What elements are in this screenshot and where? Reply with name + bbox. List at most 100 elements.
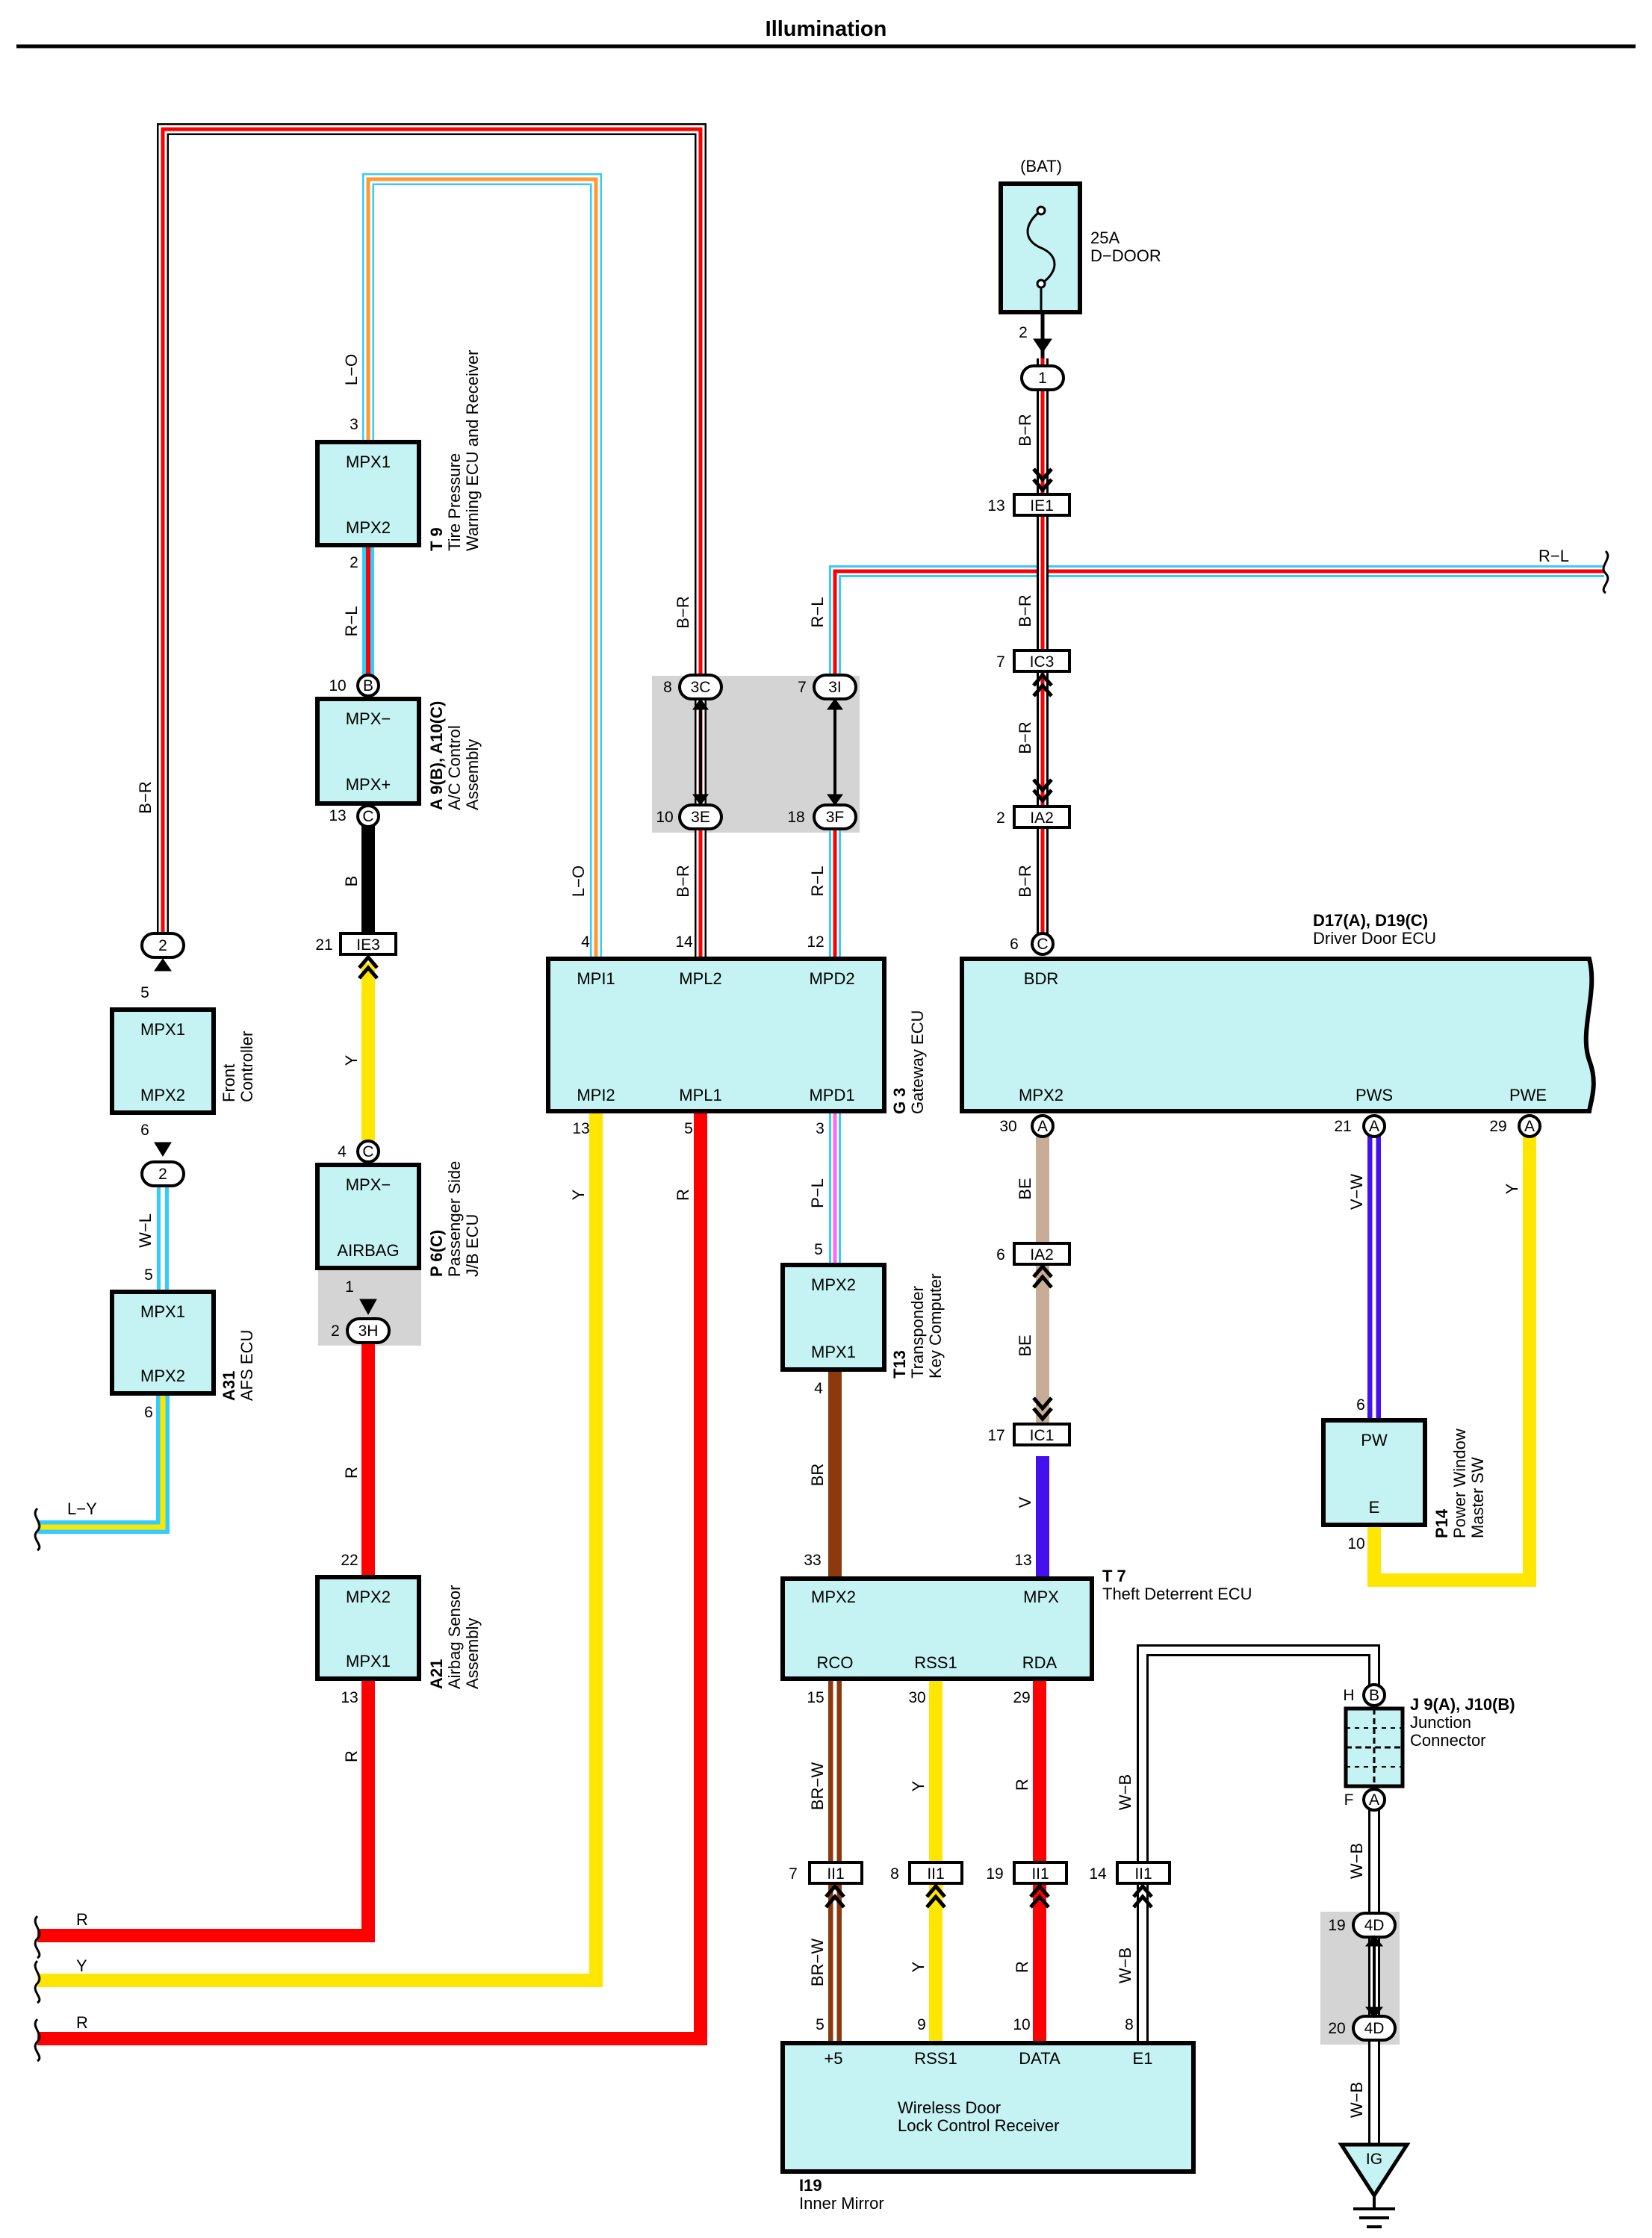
wire-y-gateway-out [37, 1111, 603, 1987]
p14-bottom-term: E [1369, 1498, 1380, 1517]
t7-name1: Theft Deterrent ECU [1102, 1585, 1252, 1603]
g3-pin-12: 12 [807, 933, 824, 951]
i19-term-e1: E1 [1133, 2049, 1153, 2068]
p14-name1: Power Window [1450, 1429, 1469, 1538]
g3-code: G 3 [890, 1088, 909, 1114]
wire-label-vw: V−W [1347, 1174, 1366, 1210]
wire-label-rl4: R−L [1538, 547, 1569, 565]
wire-label-pl: P−L [808, 1178, 827, 1208]
i19-term-5: +5 [824, 2049, 842, 2068]
wire-label-v: V [1016, 1496, 1034, 1508]
t7-pin-13: 13 [1014, 1552, 1031, 1569]
p6-code: P 6(C) [427, 1230, 446, 1277]
p14-pin-top: 6 [1356, 1396, 1365, 1414]
j9-conn-top: B [1369, 1687, 1379, 1704]
wire-label-y6: Y [909, 1961, 928, 1972]
conn-ia2b-pin: 6 [996, 1246, 1005, 1263]
t13-pin-bottom: 4 [814, 1380, 823, 1397]
conn-ic3-pin: 7 [996, 653, 1005, 671]
t7-pin-15: 15 [807, 1689, 824, 1706]
conn-ia2a-pin: 2 [996, 809, 1005, 827]
airbag-sensor-assembly: MPX2 MPX1 22 13 A21 Airbag Sensor Assemb… [315, 1552, 482, 1706]
fuse-pin: 2 [1019, 324, 1028, 341]
arrow-marks [154, 338, 1384, 2018]
tire-pressure-ecu: MPX1 MPX2 3 2 T 9 Tire Pressure Warning … [315, 350, 482, 571]
conn-3i: 3I [828, 679, 842, 696]
wire-label-r4: R [76, 2013, 88, 2032]
p6-pin-bottom: 1 [345, 1278, 354, 1296]
a31-top-term: MPX1 [140, 1302, 185, 1321]
a31-pin-top: 5 [144, 1266, 153, 1284]
conn-ii1b: II1 [927, 1865, 944, 1883]
driver-door-ecu: BDR MPX2 PWS PWE C 6 A 30 A 21 A 29 D17(… [960, 911, 1596, 1138]
a9-name1: A/C Control [445, 725, 464, 810]
t13-top-term: MPX2 [811, 1275, 856, 1294]
wire-label-br-brown: BR [808, 1464, 827, 1487]
wire-label-br3: B−R [674, 865, 692, 897]
theft-deterrent-ecu: MPX2 MPX RCO RSS1 RDA 33 13 15 30 29 T 7… [780, 1552, 1252, 1706]
d17-pin-21: 21 [1334, 1118, 1351, 1135]
wire-label-wb4: W−B [1347, 2082, 1366, 2118]
i19-inner2: Lock Control Receiver [898, 2116, 1059, 2135]
conn-3c-pin: 8 [663, 679, 672, 696]
a21-name1: Airbag Sensor [445, 1585, 464, 1689]
t13-code: T13 [890, 1350, 909, 1378]
t13-bottom-term: MPX1 [811, 1343, 856, 1361]
ground-ig: IG [1338, 2142, 1411, 2228]
d17-pin-29: 29 [1489, 1118, 1506, 1135]
wire-label-rl3: R−L [808, 866, 827, 897]
conn-ie1-pin: 13 [987, 497, 1004, 515]
t9-top-term: MPX1 [346, 453, 391, 471]
a9-conn-bottom: C [362, 808, 373, 825]
conn-ii1c-pin: 19 [986, 1865, 1003, 1883]
g3-pin-13: 13 [572, 1120, 589, 1137]
p6-conn-top: C [362, 1143, 373, 1160]
wire-label-wb3: W−B [1347, 1843, 1366, 1879]
wire-lo-loop [362, 173, 602, 957]
ac-control-assembly: MPX− MPX+ 10 13 B C A 9(B), A10(C) A/C C… [315, 674, 482, 828]
t7-term-rss1: RSS1 [914, 1653, 957, 1672]
p6-bottom-term: AIRBAG [337, 1241, 399, 1260]
a21-code: A21 [427, 1659, 446, 1689]
wire-r-gateway-out [37, 1111, 707, 2045]
junction-connector-j9: B A H F J 9(A), J10(B) Junction Connecto… [1343, 1683, 1515, 1812]
inline-connectors: IE1 13 IC3 7 IA2 2 IA2 6 IC1 17 IE3 21 I… [315, 493, 1171, 1885]
i19-name1: Inner Mirror [799, 2194, 884, 2213]
conn-ii1a-pin: 7 [789, 1865, 798, 1883]
a9-pin-bottom: 13 [329, 807, 346, 824]
fuse-source: (BAT) [1020, 157, 1062, 175]
wire-label-br6: B−R [1016, 721, 1034, 753]
a21-bottom-term: MPX1 [346, 1652, 391, 1670]
wire-label-br7: B−R [1016, 865, 1034, 897]
wire-label-wb1: W−B [1116, 1774, 1134, 1810]
i19-term-rss1: RSS1 [914, 2049, 957, 2068]
t13-pin-top: 5 [814, 1241, 823, 1258]
wire-label-brw1: BR−W [808, 1762, 827, 1810]
g3-term-mpl2: MPL2 [679, 969, 721, 988]
i19-term-data: DATA [1019, 2049, 1061, 2068]
wire-label-r6: R [1013, 1779, 1031, 1791]
fuse-name: D−DOOR [1090, 246, 1161, 265]
page-title: Illumination [766, 17, 887, 41]
afs-ecu: MPX1 MPX2 5 6 A31 AFS ECU [110, 1266, 256, 1421]
g3-term-mpi1: MPI1 [577, 969, 615, 988]
t9-name1: Tire Pressure [445, 453, 464, 551]
conn-ii1c: II1 [1031, 1865, 1049, 1883]
a21-top-term: MPX2 [346, 1588, 391, 1606]
conn-4d2: 4D [1364, 2020, 1385, 2037]
wire-label-be2: BE [1016, 1334, 1034, 1356]
d17-term-pwe: PWE [1509, 1086, 1547, 1104]
conn-3i-pin: 7 [798, 679, 807, 696]
a9-code: A 9(B), A10(C) [427, 701, 446, 810]
conn-3h: 3H [358, 1322, 379, 1340]
t13-name2: Key Computer [926, 1273, 945, 1378]
t9-pin-bottom: 2 [350, 554, 358, 571]
j9-name2: Connector [1410, 1731, 1486, 1750]
p6-top-term: MPX− [346, 1175, 391, 1194]
conn-4d1: 4D [1364, 1917, 1385, 1934]
conn-ia2a: IA2 [1030, 809, 1054, 827]
wire-label-r7: R [1013, 1961, 1031, 1973]
wire-label-r2: R [342, 1750, 361, 1762]
conn-3c: 3C [691, 679, 711, 696]
wire-label-wb2: W−B [1116, 1948, 1134, 1983]
